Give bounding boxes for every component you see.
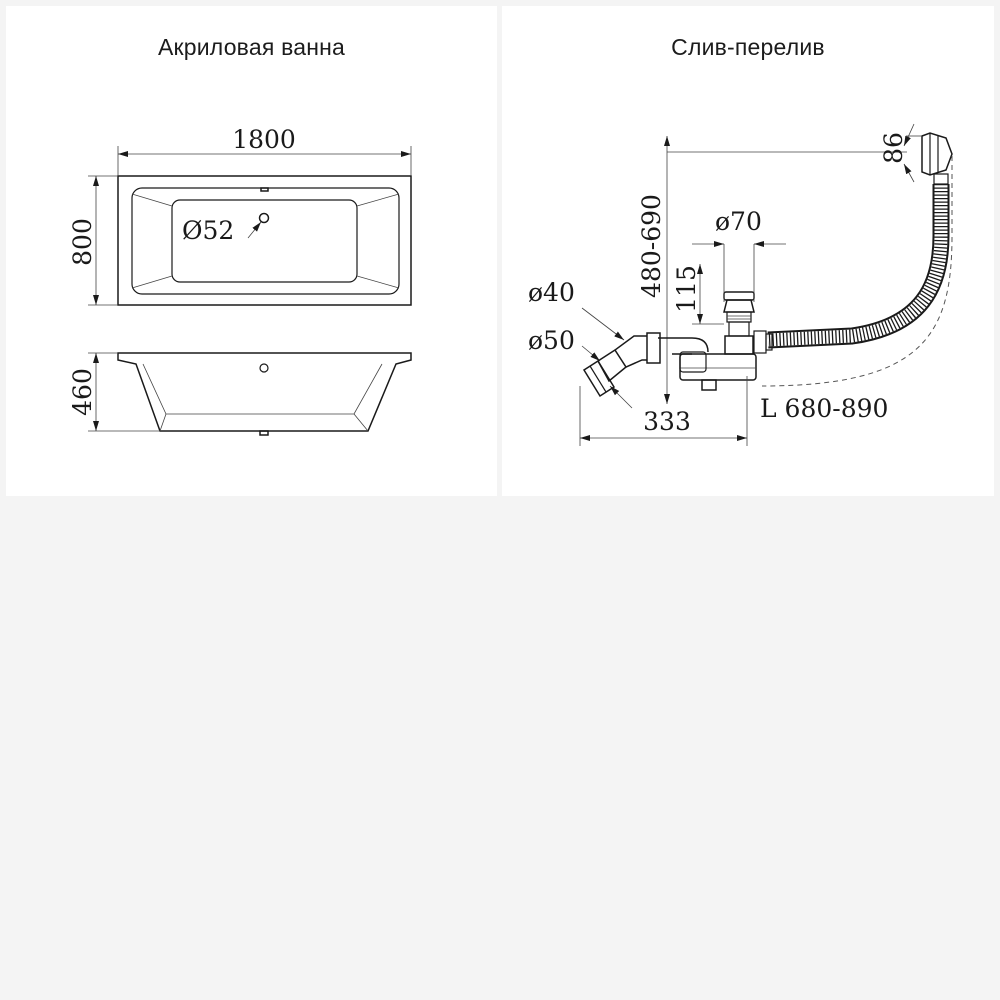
- outlet-height-dimension: 115: [672, 264, 724, 325]
- outlet-height-label: 115: [672, 265, 701, 313]
- pipe-diameter-small-dimension: ø40: [528, 278, 625, 341]
- drain-diameter-label: Ø52: [182, 216, 234, 245]
- drain-panel: Слив-перелив 480-690 86: [502, 6, 994, 496]
- height-range-label: 480-690: [637, 194, 666, 298]
- width-label: 800: [68, 218, 97, 266]
- overflow-size-label: 86: [879, 132, 908, 164]
- drain-panel-title: Слив-перелив: [671, 34, 825, 60]
- horizontal-offset-dimension: 333: [579, 376, 748, 446]
- bath-drawing: 1800 800 460 Ø52: [68, 125, 412, 436]
- bath-top-view: [117, 175, 412, 306]
- width-dimension: 800: [68, 175, 118, 306]
- horizontal-offset-label: 333: [643, 407, 691, 436]
- overflow-size-dimension: 86: [879, 123, 922, 183]
- bath-side-view: [117, 352, 412, 436]
- pipe-diameter-large-label: ø50: [528, 326, 575, 355]
- drain-drawing: 480-690 86: [528, 123, 953, 446]
- hose-length-label: L 680-890: [760, 394, 888, 423]
- outlet-diameter-dimension: ø70: [692, 207, 786, 302]
- height-range-dimension: 480-690: [637, 136, 907, 404]
- height-label: 460: [68, 368, 97, 416]
- overflow-head: [921, 132, 953, 185]
- height-dimension: 460: [68, 352, 160, 432]
- bath-panel: Акриловая ванна: [6, 6, 497, 496]
- outlet-valve: [723, 291, 773, 355]
- pipe-diameter-large-dimension: ø50: [528, 326, 633, 409]
- hose-guide-dashed: [761, 156, 953, 387]
- pipe-diameter-small-label: ø40: [528, 278, 575, 307]
- length-dimension: 1800: [117, 125, 412, 176]
- angled-outlet-pipe: [582, 332, 661, 398]
- length-label: 1800: [232, 125, 296, 154]
- overflow-hose: [767, 184, 950, 349]
- siphon-body: [658, 337, 757, 391]
- drain-diameter-callout: Ø52: [182, 216, 262, 245]
- bath-panel-title: Акриловая ванна: [157, 34, 346, 60]
- outlet-diameter-label: ø70: [715, 207, 762, 236]
